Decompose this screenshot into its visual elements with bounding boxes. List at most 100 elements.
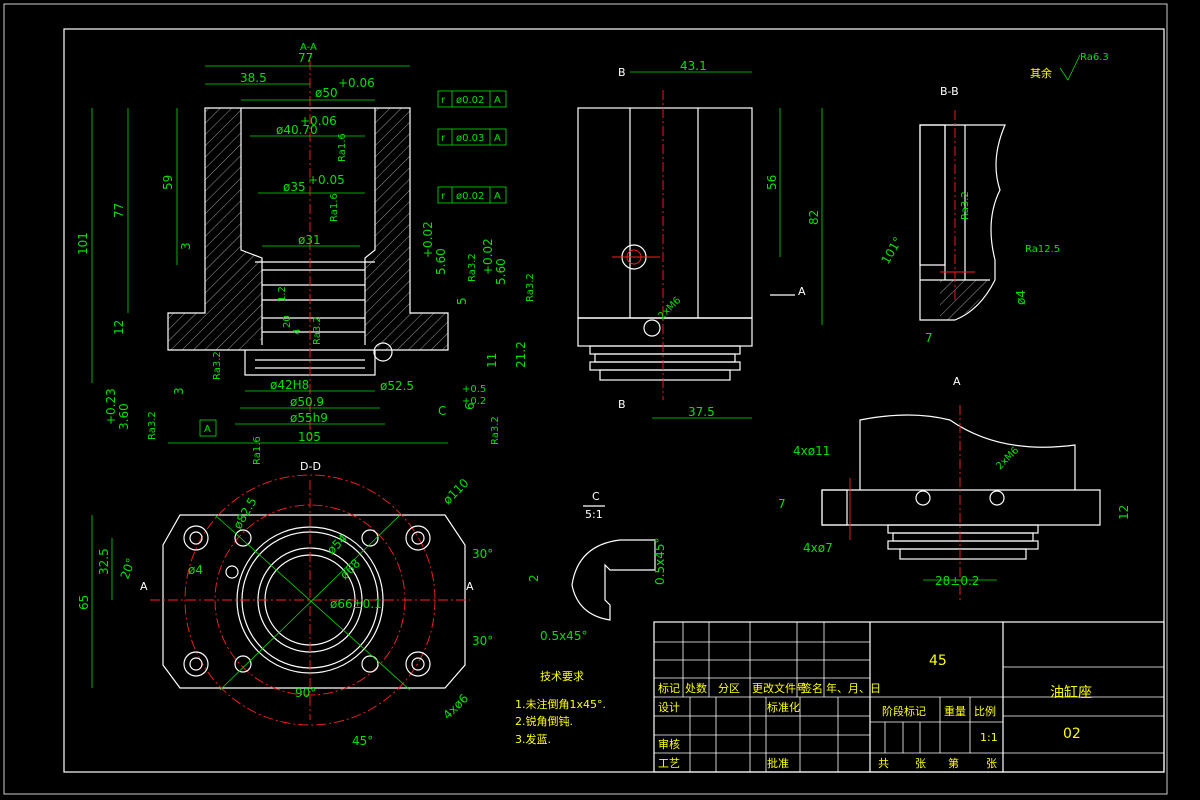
svg-text:阶段标记: 阶段标记: [882, 704, 926, 718]
svg-text:12: 12: [1117, 505, 1131, 520]
svg-text:+0.05: +0.05: [308, 173, 345, 187]
svg-text:r: r: [441, 191, 446, 202]
svg-text:7: 7: [778, 497, 786, 511]
svg-text:处数: 处数: [685, 682, 707, 695]
svg-text:28±0.2: 28±0.2: [935, 574, 979, 588]
svg-text:12: 12: [112, 320, 126, 335]
svg-text:37.5: 37.5: [688, 405, 715, 419]
notes-title: 技术要求: [540, 670, 584, 683]
svg-text:21.2: 21.2: [514, 341, 528, 368]
svg-text:30°: 30°: [472, 634, 493, 648]
svg-text:ø54: ø54: [324, 531, 350, 557]
svg-text:ø0.03: ø0.03: [456, 133, 484, 144]
inner-border: [63, 28, 1165, 773]
svg-text:82: 82: [807, 210, 821, 225]
svg-text:20: 20: [282, 315, 293, 328]
svg-text:Ra1.6: Ra1.6: [252, 436, 263, 465]
svg-text:设计: 设计: [658, 701, 680, 714]
svg-text:A: A: [953, 375, 961, 388]
scale-value: 1:1: [980, 731, 998, 744]
svg-text:20°: 20°: [118, 556, 138, 581]
technical-notes: 技术要求 1.未注倒角1x45°. 2.锐角倒钝. 3.发蓝.: [515, 670, 606, 746]
svg-text:11: 11: [485, 353, 499, 368]
svg-text:Ra3.2: Ra3.2: [312, 316, 323, 345]
svg-text:审核: 审核: [658, 737, 680, 751]
svg-text:ø66±0.1: ø66±0.1: [330, 597, 382, 611]
svg-text:第: 第: [948, 756, 959, 770]
svg-text:+0.23: +0.23: [104, 388, 118, 425]
svg-text:1.2: 1.2: [277, 286, 288, 302]
svg-text:工艺: 工艺: [658, 757, 680, 770]
svg-text:2xM6: 2xM6: [994, 445, 1021, 472]
svg-text:59: 59: [161, 175, 175, 190]
svg-text:标准化: 标准化: [767, 700, 800, 714]
svg-text:D-D: D-D: [300, 460, 321, 473]
svg-text:Ra3.2: Ra3.2: [490, 416, 501, 445]
svg-text:分区: 分区: [718, 682, 740, 695]
section-aa-label: A-A: [300, 42, 317, 53]
outer-border: [3, 3, 1168, 795]
svg-text:5: 5: [455, 297, 469, 305]
part-name: 油缸座: [1050, 684, 1092, 701]
dim-aa-77: 77: [298, 51, 313, 65]
svg-text:A: A: [798, 285, 806, 298]
section-bb-view: B-B 101° ø4 7 Ra12.5 Ra3.2 其余 Ra6.3: [878, 52, 1108, 345]
svg-text:A: A: [140, 580, 148, 593]
note-1: 1.未注倒角1x45°.: [515, 697, 606, 711]
svg-text:3: 3: [179, 242, 193, 250]
svg-text:Ra6.3: Ra6.3: [1080, 52, 1109, 63]
svg-text:Ra1.6: Ra1.6: [329, 193, 340, 222]
svg-text:其余: 其余: [1030, 66, 1052, 80]
svg-text:4xø6: 4xø6: [440, 691, 471, 722]
svg-text:5:1: 5:1: [585, 508, 603, 521]
svg-text:Ra3.2: Ra3.2: [525, 273, 536, 302]
svg-text:Ra3.2: Ra3.2: [212, 351, 223, 380]
svg-text:7: 7: [925, 331, 933, 345]
svg-text:A: A: [204, 424, 211, 435]
svg-text:Ra12.5: Ra12.5: [1025, 244, 1060, 255]
svg-text:65: 65: [77, 595, 91, 610]
note-2: 2.锐角倒钝.: [515, 714, 573, 728]
svg-text:r: r: [441, 95, 446, 106]
svg-text:Ra3.2: Ra3.2: [147, 411, 158, 440]
svg-text:+0.06: +0.06: [300, 114, 337, 128]
svg-text:4xø7: 4xø7: [803, 541, 833, 555]
svg-text:批准: 批准: [767, 756, 789, 770]
svg-text:56: 56: [765, 175, 779, 190]
svg-text:B: B: [618, 398, 626, 411]
svg-text:C: C: [592, 490, 600, 503]
material: 45: [929, 653, 947, 669]
svg-text:共: 共: [878, 757, 889, 770]
svg-text:B: B: [618, 66, 626, 79]
svg-text:ø110: ø110: [440, 476, 471, 507]
svg-text:3: 3: [172, 387, 186, 395]
svg-text:ø0.02: ø0.02: [456, 191, 484, 202]
dim-aa-d50: ø50: [315, 86, 338, 100]
svg-text:ø50.9: ø50.9: [290, 395, 324, 409]
svg-text:A: A: [494, 191, 501, 202]
svg-text:0.5x45°: 0.5x45°: [653, 538, 667, 585]
dim-aa-d40: ø40.70: [276, 123, 318, 137]
dim-aa-d31: ø31: [298, 233, 321, 247]
svg-text:签名: 签名: [801, 681, 823, 695]
svg-text:张: 张: [986, 757, 997, 770]
svg-text:77: 77: [112, 203, 126, 218]
svg-text:+0.02: +0.02: [421, 221, 435, 258]
svg-text:+0.5: +0.5: [462, 384, 486, 395]
svg-text:ø4: ø4: [188, 563, 203, 577]
svg-text:+0.02: +0.02: [481, 238, 495, 275]
svg-text:重量: 重量: [944, 704, 966, 718]
svg-text:4xø11: 4xø11: [793, 444, 830, 458]
svg-text:ø52.5: ø52.5: [380, 379, 414, 393]
svg-text:+0.2: +0.2: [462, 396, 486, 407]
dim-aa-d35: ø35: [283, 180, 306, 194]
svg-text:45°: 45°: [352, 734, 373, 748]
svg-text:年、月、日: 年、月、日: [826, 681, 881, 695]
svg-text:C: C: [438, 404, 446, 418]
svg-text:更改文件号: 更改文件号: [752, 681, 807, 695]
svg-text:ø4: ø4: [1014, 290, 1028, 305]
svg-text:A: A: [494, 133, 501, 144]
drawing-no: 02: [1063, 726, 1081, 742]
svg-text:6: 6: [463, 402, 477, 410]
